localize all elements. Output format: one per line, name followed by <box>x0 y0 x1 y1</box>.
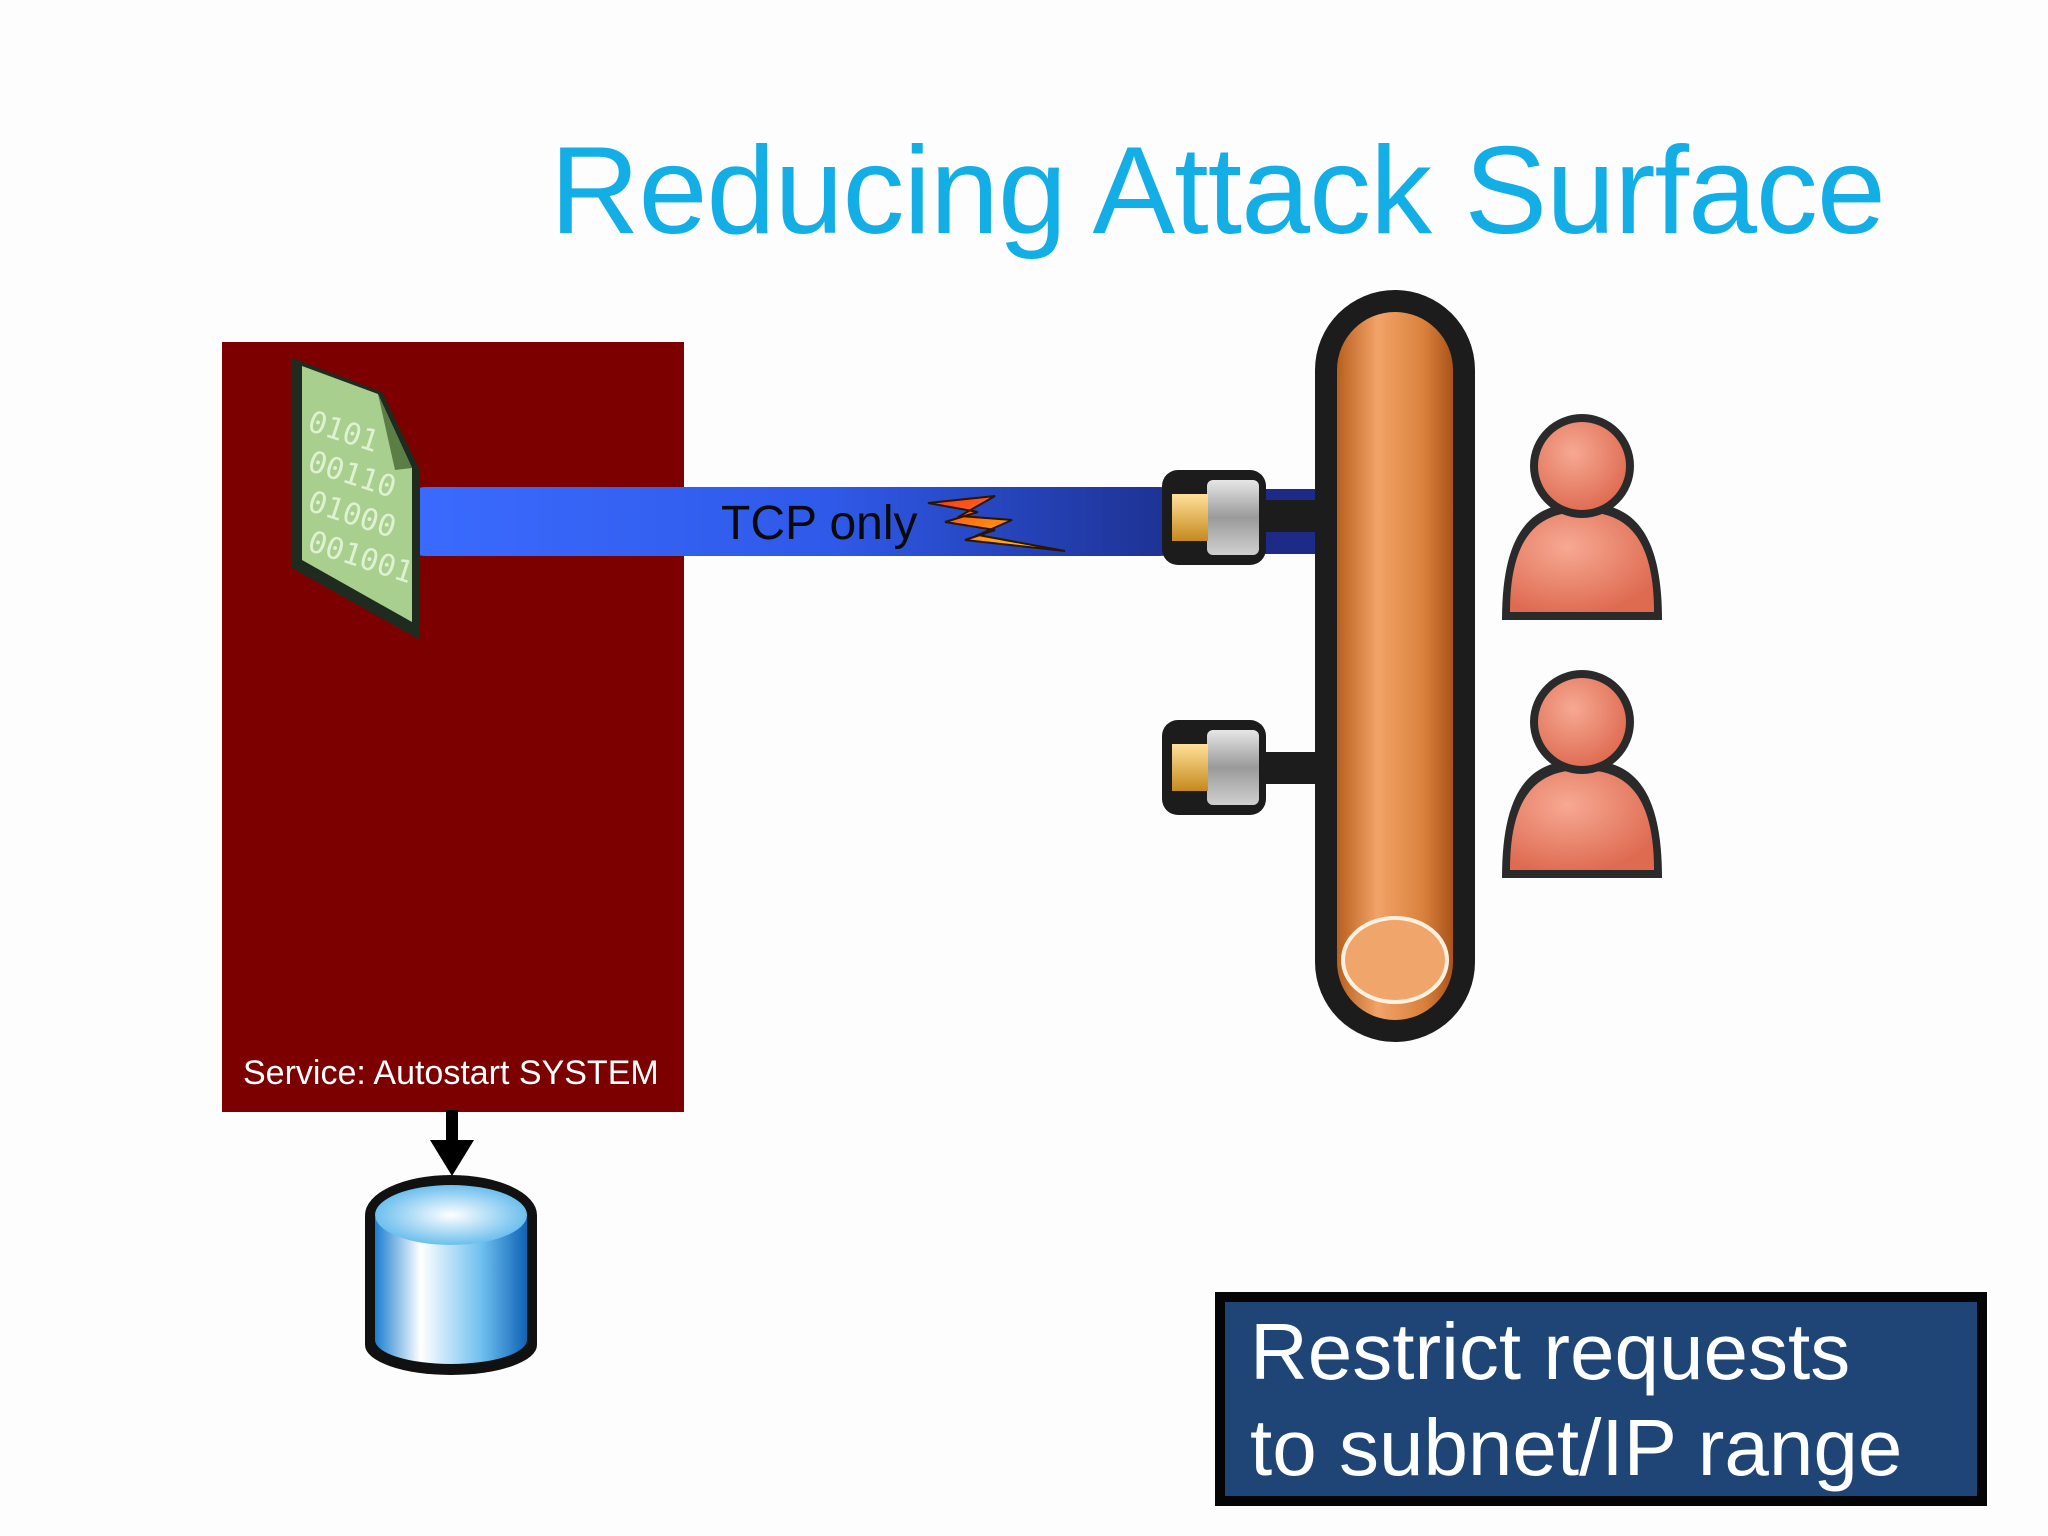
callout-line-1: Restrict requests <box>1250 1307 1851 1396</box>
port-connector-1 <box>1162 470 1320 565</box>
callout-box: Restrict requests to subnet/IP range <box>1215 1292 1987 1506</box>
user-icon <box>1502 670 1662 878</box>
user-icon <box>1502 414 1662 620</box>
database-icon <box>365 1175 537 1375</box>
service-box <box>222 342 684 1112</box>
tcp-only-label: TCP only <box>721 497 918 550</box>
port-connector-2 <box>1162 720 1320 815</box>
service-label: Service: Autostart SYSTEM <box>243 1054 659 1092</box>
down-arrow-icon <box>430 1110 474 1176</box>
binary-file-icon: 0101 00110 01000 001001 <box>292 358 420 640</box>
slide-title: Reducing Attack Surface <box>550 122 1886 260</box>
callout-line-2: to subnet/IP range <box>1250 1403 1903 1492</box>
network-bus-icon <box>1315 290 1475 1042</box>
lightning-bolt-icon <box>927 495 1066 552</box>
